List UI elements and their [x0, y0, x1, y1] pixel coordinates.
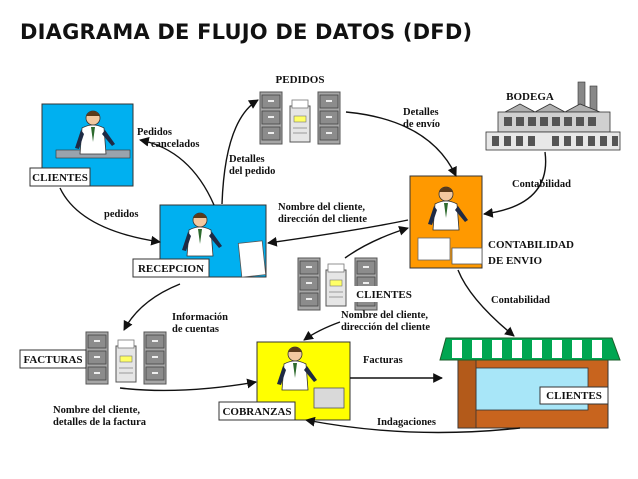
- arrow-nombre-direccion-1: [267, 219, 409, 247]
- flow-labels: Pedidos cancelados pedidos Detalles del …: [53, 107, 571, 428]
- file-cabinet-icon: [354, 257, 378, 311]
- flow-label-contabilidad-1: Contabilidad: [512, 179, 571, 190]
- flow-label-nombre-direccion-1a: Nombre del cliente,: [278, 202, 365, 213]
- node-label-pedidos: PEDIDOS: [276, 74, 325, 86]
- flow-label-nombre-detalles-2: detalles de la factura: [53, 417, 147, 428]
- warehouse-icon: [485, 81, 621, 151]
- flow-label-detalles-envio-2: de envío: [403, 119, 440, 130]
- node-facturas: FACTURAS: [19, 331, 167, 385]
- arrow-indagaciones: [305, 416, 521, 434]
- node-clientes-store: CLIENTES: [439, 337, 621, 429]
- arrow-detalles-pedido: [221, 99, 259, 205]
- arrow-informacion-cuentas: [123, 283, 181, 331]
- flow-label-facturas: Facturas: [363, 355, 403, 366]
- node-contabilidad-envio: CONTABILIDAD DE ENVIO: [409, 175, 574, 269]
- flow-label-detalles-pedido-2: del pedido: [229, 166, 275, 177]
- node-label-contabilidad-1: CONTABILIDAD: [488, 239, 574, 251]
- fax-machine-icon: [289, 99, 311, 143]
- flow-label-indagaciones: Indagaciones: [377, 417, 436, 428]
- flow-label-nombre-detalles-1: Nombre del cliente,: [53, 405, 140, 416]
- flow-label-pedidos-cancelados-1: Pedidos: [137, 127, 172, 138]
- arrow-nombre-detalles: [119, 378, 257, 392]
- node-label-contabilidad-2: DE ENVIO: [488, 255, 543, 267]
- flow-label-detalles-pedido-1: Detalles: [229, 154, 265, 165]
- page-title: DIAGRAMA DE FLUJO DE DATOS (DFD): [20, 20, 473, 44]
- node-bodega: BODEGA: [485, 81, 621, 151]
- node-recepcion: RECEPCION: [132, 204, 267, 278]
- arrow-detalles-envio: [345, 111, 457, 177]
- node-label-bodega: BODEGA: [506, 91, 554, 103]
- flow-label-nombre-direccion-2a: Nombre del cliente,: [341, 310, 428, 321]
- flow-label-pedidos-cancelados-2: cancelados: [151, 139, 199, 150]
- flow-label-detalles-envio-1: Detalles: [403, 107, 439, 118]
- storefront-icon: [439, 337, 621, 429]
- arrow-contabilidad-2: [457, 269, 515, 337]
- arrow-nombre-direccion-2: [303, 321, 341, 341]
- node-label-clientes-mid: CLIENTES: [356, 289, 412, 301]
- node-label-cobranzas: COBRANZAS: [222, 406, 291, 418]
- file-cabinet-icon: [85, 331, 109, 385]
- arrow-clientes-to-contabilidad: [344, 225, 409, 259]
- flow-label-pedidos: pedidos: [104, 209, 138, 220]
- flow-label-informacion-cuentas-1: Información: [172, 312, 228, 323]
- flow-label-nombre-direccion-1b: dirección del cliente: [278, 214, 367, 225]
- file-cabinet-icon: [143, 331, 167, 385]
- node-label-recepcion: RECEPCION: [138, 263, 204, 275]
- flow-label-informacion-cuentas-2: de cuentas: [172, 324, 219, 335]
- flow-arrows: [59, 99, 547, 434]
- flow-label-nombre-direccion-2b: dirección del cliente: [341, 322, 430, 333]
- node-label-clientes-top: CLIENTES: [32, 172, 88, 184]
- node-label-facturas: FACTURAS: [23, 354, 82, 366]
- fax-machine-icon: [325, 263, 347, 307]
- node-label-clientes-store: CLIENTES: [546, 390, 602, 402]
- arrow-contabilidad-1: [483, 151, 547, 218]
- node-clientes-top: CLIENTES: [29, 103, 134, 187]
- file-cabinet-icon: [297, 257, 321, 311]
- arrow-pedidos-cancelados: [139, 136, 215, 206]
- flow-label-contabilidad-2: Contabilidad: [491, 295, 550, 306]
- file-cabinet-icon: [317, 91, 341, 145]
- file-cabinet-icon: [259, 91, 283, 145]
- node-clientes-mid: CLIENTES: [297, 257, 418, 311]
- fax-machine-icon: [115, 339, 137, 383]
- node-cobranzas: COBRANZAS: [218, 341, 351, 421]
- arrow-pedidos: [59, 187, 161, 246]
- node-pedidos: PEDIDOS: [259, 74, 341, 145]
